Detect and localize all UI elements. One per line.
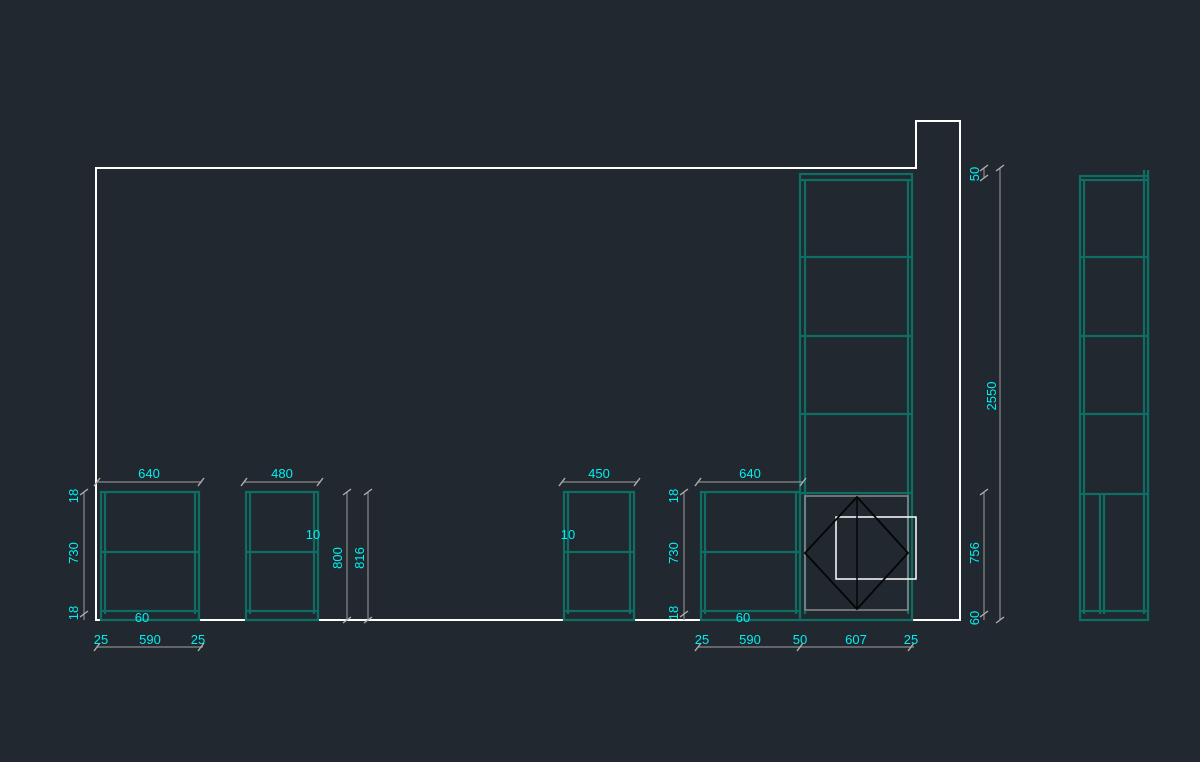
tall-cabinet xyxy=(798,172,914,622)
dim-cab4-kick: 60 xyxy=(736,610,750,625)
dim-cab3-width: 450 xyxy=(588,466,610,481)
side-elevation xyxy=(1078,170,1150,622)
dim-tall-total: 2550 xyxy=(984,382,999,411)
base-cabinet-4 xyxy=(699,490,802,622)
wall-outline xyxy=(95,120,961,621)
dim-bottom-fridge: 607 xyxy=(845,632,867,647)
dim-cab3-shelf: 10 xyxy=(561,527,575,542)
dimension-labels: 640 480 450 640 18 730 18 60 10 800 816 … xyxy=(66,167,999,647)
dim-left-kick: 60 xyxy=(135,610,149,625)
dim-left-side-b: 25 xyxy=(191,632,205,647)
dim-cab4-width: 640 xyxy=(739,466,761,481)
dim-left-top-thk: 18 xyxy=(66,489,81,503)
dim-tall-lower: 756 xyxy=(967,542,982,564)
dim-left-side-a: 25 xyxy=(94,632,108,647)
dim-tall-top: 50 xyxy=(967,167,982,181)
dim-cab2-height-b: 816 xyxy=(352,547,367,569)
dim-cab4-top-thk: 18 xyxy=(666,489,681,503)
dim-left-bottom-thk: 18 xyxy=(66,606,81,620)
dim-cab2-shelf: 10 xyxy=(306,527,320,542)
appliance-symbol xyxy=(803,495,917,611)
base-cabinet-3 xyxy=(562,490,636,622)
dim-bottom-side-a: 25 xyxy=(695,632,709,647)
dim-bottom-inner: 590 xyxy=(739,632,761,647)
dim-cab2-height-a: 800 xyxy=(330,547,345,569)
dim-tall-bottom: 60 xyxy=(967,611,982,625)
base-cabinet-1 xyxy=(99,490,201,622)
dimension-lines xyxy=(79,164,1005,652)
dim-left-cab-width: 640 xyxy=(138,466,160,481)
dim-left-inner: 590 xyxy=(139,632,161,647)
dim-cab4-height: 730 xyxy=(666,542,681,564)
dim-bottom-side-b: 25 xyxy=(904,632,918,647)
dim-cab4-bottom-thk: 18 xyxy=(666,606,681,620)
dim-left-height: 730 xyxy=(66,542,81,564)
dim-cab2-width: 480 xyxy=(271,466,293,481)
base-cabinet-2 xyxy=(244,490,320,622)
dim-bottom-gap: 50 xyxy=(793,632,807,647)
